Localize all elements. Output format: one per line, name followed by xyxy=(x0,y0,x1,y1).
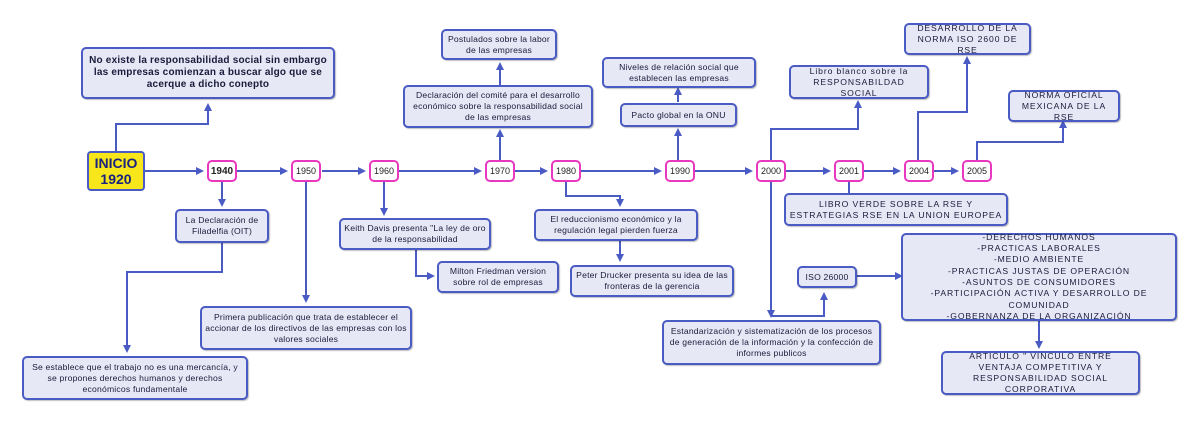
note-filadelfia-text: La Declaración de Filadelfia (OIT) xyxy=(185,215,259,236)
note-peter-drucker-text: Peter Drucker presenta su idea de las fr… xyxy=(576,270,728,291)
note-keith-davis-text: Keith Davis presenta "La ley de oro de l… xyxy=(344,223,486,244)
note-libro-blanco-text: Libro blanco sobre la RESPONSABILDAD SOC… xyxy=(809,65,909,98)
note-libro-blanco: Libro blanco sobre la RESPONSABILDAD SOC… xyxy=(789,65,929,99)
note-desarrollo-norma-text: DESARROLLO DE LA NORMA ISO 2600 DE RSE xyxy=(917,22,1018,55)
note-articulo-text: ARTICULO " VINCULO ENTRE VENTAJA COMPETI… xyxy=(969,351,1112,394)
note-se-establece: Se establece que el trabajo no es una me… xyxy=(22,356,248,400)
note-no-existe: No existe la responsabilidad social sin … xyxy=(81,47,335,99)
year-node-2001: 2001 xyxy=(834,160,864,182)
year-node-1980: 1980 xyxy=(551,160,581,182)
note-primera-publicacion-text: Primera publicación que trata de estable… xyxy=(205,311,407,344)
year-node-1990: 1990 xyxy=(665,160,695,182)
note-pacto-global: Pacto global en la ONU xyxy=(620,103,737,127)
year-node-1960: 1960 xyxy=(369,160,399,182)
year-node-2005: 2005 xyxy=(962,160,992,182)
note-postulados-text: Postulados sobre la labor de las empresa… xyxy=(448,33,550,55)
note-niveles: Niveles de relación social que establece… xyxy=(602,57,756,88)
note-no-existe-text: No existe la responsabilidad social sin … xyxy=(89,55,327,90)
note-desarrollo-norma: DESARROLLO DE LA NORMA ISO 2600 DE RSE xyxy=(904,23,1031,55)
note-declaracion-comite-text: Declaración del comité para el desarroll… xyxy=(413,90,583,122)
note-primera-publicacion: Primera publicación que trata de estable… xyxy=(200,306,412,350)
note-articulo: ARTICULO " VINCULO ENTRE VENTAJA COMPETI… xyxy=(941,351,1140,395)
year-node-1940: 1940 xyxy=(207,160,237,182)
note-niveles-text: Niveles de relación social que establece… xyxy=(619,61,739,83)
inicio-node: INICIO 1920 xyxy=(87,151,145,191)
note-keith-davis: Keith Davis presenta "La ley de oro de l… xyxy=(339,218,491,250)
note-norma-oficial-text: NORMA OFICIAL MEXICANA DE LA RSE xyxy=(1021,89,1107,122)
note-reduccionismo: El reduccionismo económico y la regulaci… xyxy=(534,209,698,241)
note-iso-26000-text: ISO 26000 xyxy=(805,271,849,282)
note-pacto-global-text: Pacto global en la ONU xyxy=(631,109,726,120)
year-node-1970: 1970 xyxy=(485,160,515,182)
note-milton-friedman: Milton Friedman version sobre rol de emp… xyxy=(437,261,559,293)
year-node-1950: 1950 xyxy=(291,160,321,182)
note-iso-26000: ISO 26000 xyxy=(797,266,857,288)
note-peter-drucker: Peter Drucker presenta su idea de las fr… xyxy=(570,265,734,297)
note-declaracion-comite: Declaración del comité para el desarroll… xyxy=(403,85,593,128)
note-postulados: Postulados sobre la labor de las empresa… xyxy=(441,29,557,60)
note-iso-list-text: -DERECHOS HUMANOS -PRACTICAS LABORALES -… xyxy=(930,231,1148,321)
year-node-2000: 2000 xyxy=(756,160,786,182)
year-node-2004: 2004 xyxy=(904,160,934,182)
note-norma-oficial: NORMA OFICIAL MEXICANA DE LA RSE xyxy=(1008,90,1120,122)
note-milton-friedman-text: Milton Friedman version sobre rol de emp… xyxy=(449,266,547,287)
note-libro-verde-text: LIBRO VERDE SOBRE LA RSE Y ESTRATEGIAS R… xyxy=(789,198,1003,220)
note-iso-list: -DERECHOS HUMANOS -PRACTICAS LABORALES -… xyxy=(901,231,1177,321)
note-se-establece-text: Se establece que el trabajo no es una me… xyxy=(32,361,238,394)
note-estandarizacion-text: Estandarización y sistematización de los… xyxy=(669,326,874,358)
note-reduccionismo-text: El reduccionismo económico y la regulaci… xyxy=(550,214,682,235)
note-libro-verde: LIBRO VERDE SOBRE LA RSE Y ESTRATEGIAS R… xyxy=(784,193,1008,226)
note-filadelfia: La Declaración de Filadelfia (OIT) xyxy=(175,209,269,243)
note-estandarizacion: Estandarización y sistematización de los… xyxy=(662,320,881,365)
